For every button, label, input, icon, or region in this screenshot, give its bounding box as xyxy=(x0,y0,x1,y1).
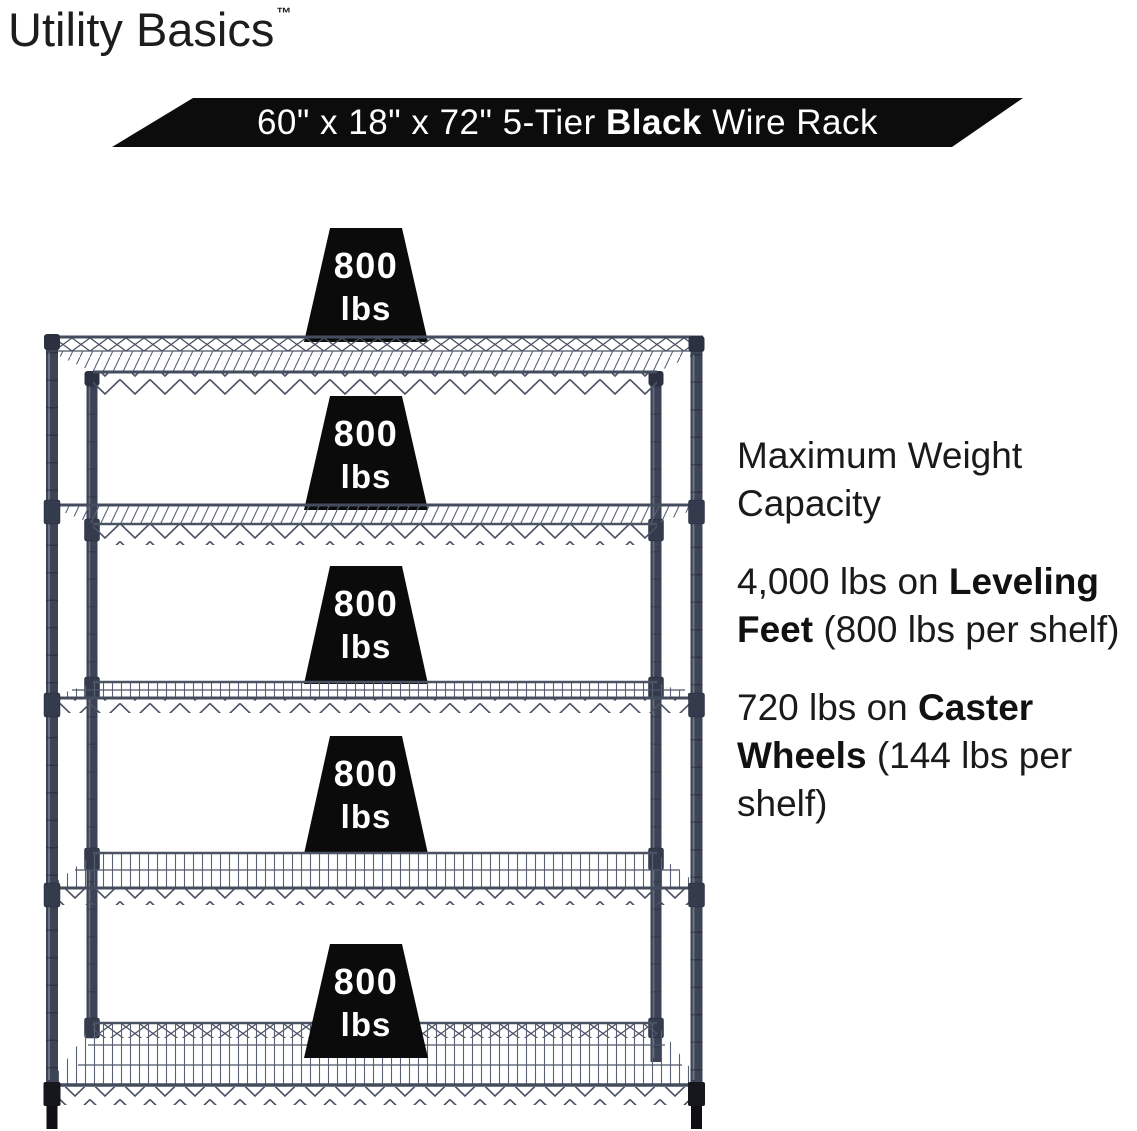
brand-name: Utility Basics xyxy=(8,3,275,56)
weight-marker-1: 800 lbs xyxy=(304,228,428,342)
leveling-foot-left xyxy=(43,1082,61,1129)
weight-value: 800 xyxy=(334,961,399,1002)
trademark-symbol: ™ xyxy=(276,5,292,22)
weight-value: 800 xyxy=(334,413,399,454)
shelf-1 xyxy=(48,335,703,397)
post-cap xyxy=(44,334,60,350)
weight-marker-4: 800 lbs xyxy=(304,736,428,854)
shelf-4 xyxy=(48,851,703,905)
banner-color-text: Black xyxy=(605,102,702,142)
weight-value: 800 xyxy=(334,245,399,286)
weight-marker-2: 800 lbs xyxy=(304,396,428,510)
banner-product-text: Wire Rack xyxy=(701,102,879,142)
weight-value: 800 xyxy=(334,583,399,624)
weight-marker-3: 800 lbs xyxy=(304,566,428,684)
weight-unit: lbs xyxy=(341,628,392,665)
capacity-info-panel: Maximum Weight Capacity 4,000 lbs on Lev… xyxy=(737,432,1137,858)
post-cap xyxy=(688,336,705,352)
post-sleeves-front xyxy=(43,499,705,908)
weight-marker-5: 800 lbs xyxy=(304,944,428,1058)
weight-unit: lbs xyxy=(341,1006,392,1043)
shelf-2 xyxy=(48,503,703,545)
weight-value: 800 xyxy=(334,753,399,794)
weight-unit: lbs xyxy=(341,458,392,495)
shelf-3 xyxy=(48,680,703,713)
shelf-5-front xyxy=(48,1083,703,1105)
capacity-heading: Maximum Weight Capacity xyxy=(737,435,1023,524)
weight-unit: lbs xyxy=(341,798,392,835)
leveling-feet-capacity: 4,000 lbs on Leveling Feet (800 lbs per … xyxy=(737,561,1120,650)
rack-post-back-right xyxy=(648,371,664,1062)
banner-size-text: 60" x 18" x 72" 5-Tier xyxy=(256,102,606,142)
caster-wheels-capacity: 720 lbs on Caster Wheels (144 lbs per sh… xyxy=(737,687,1073,824)
weight-unit: lbs xyxy=(341,290,392,327)
leveling-foot-right xyxy=(688,1082,705,1129)
title-banner: 60" x 18" x 72" 5-Tier Black Wire Rack xyxy=(112,98,1023,147)
